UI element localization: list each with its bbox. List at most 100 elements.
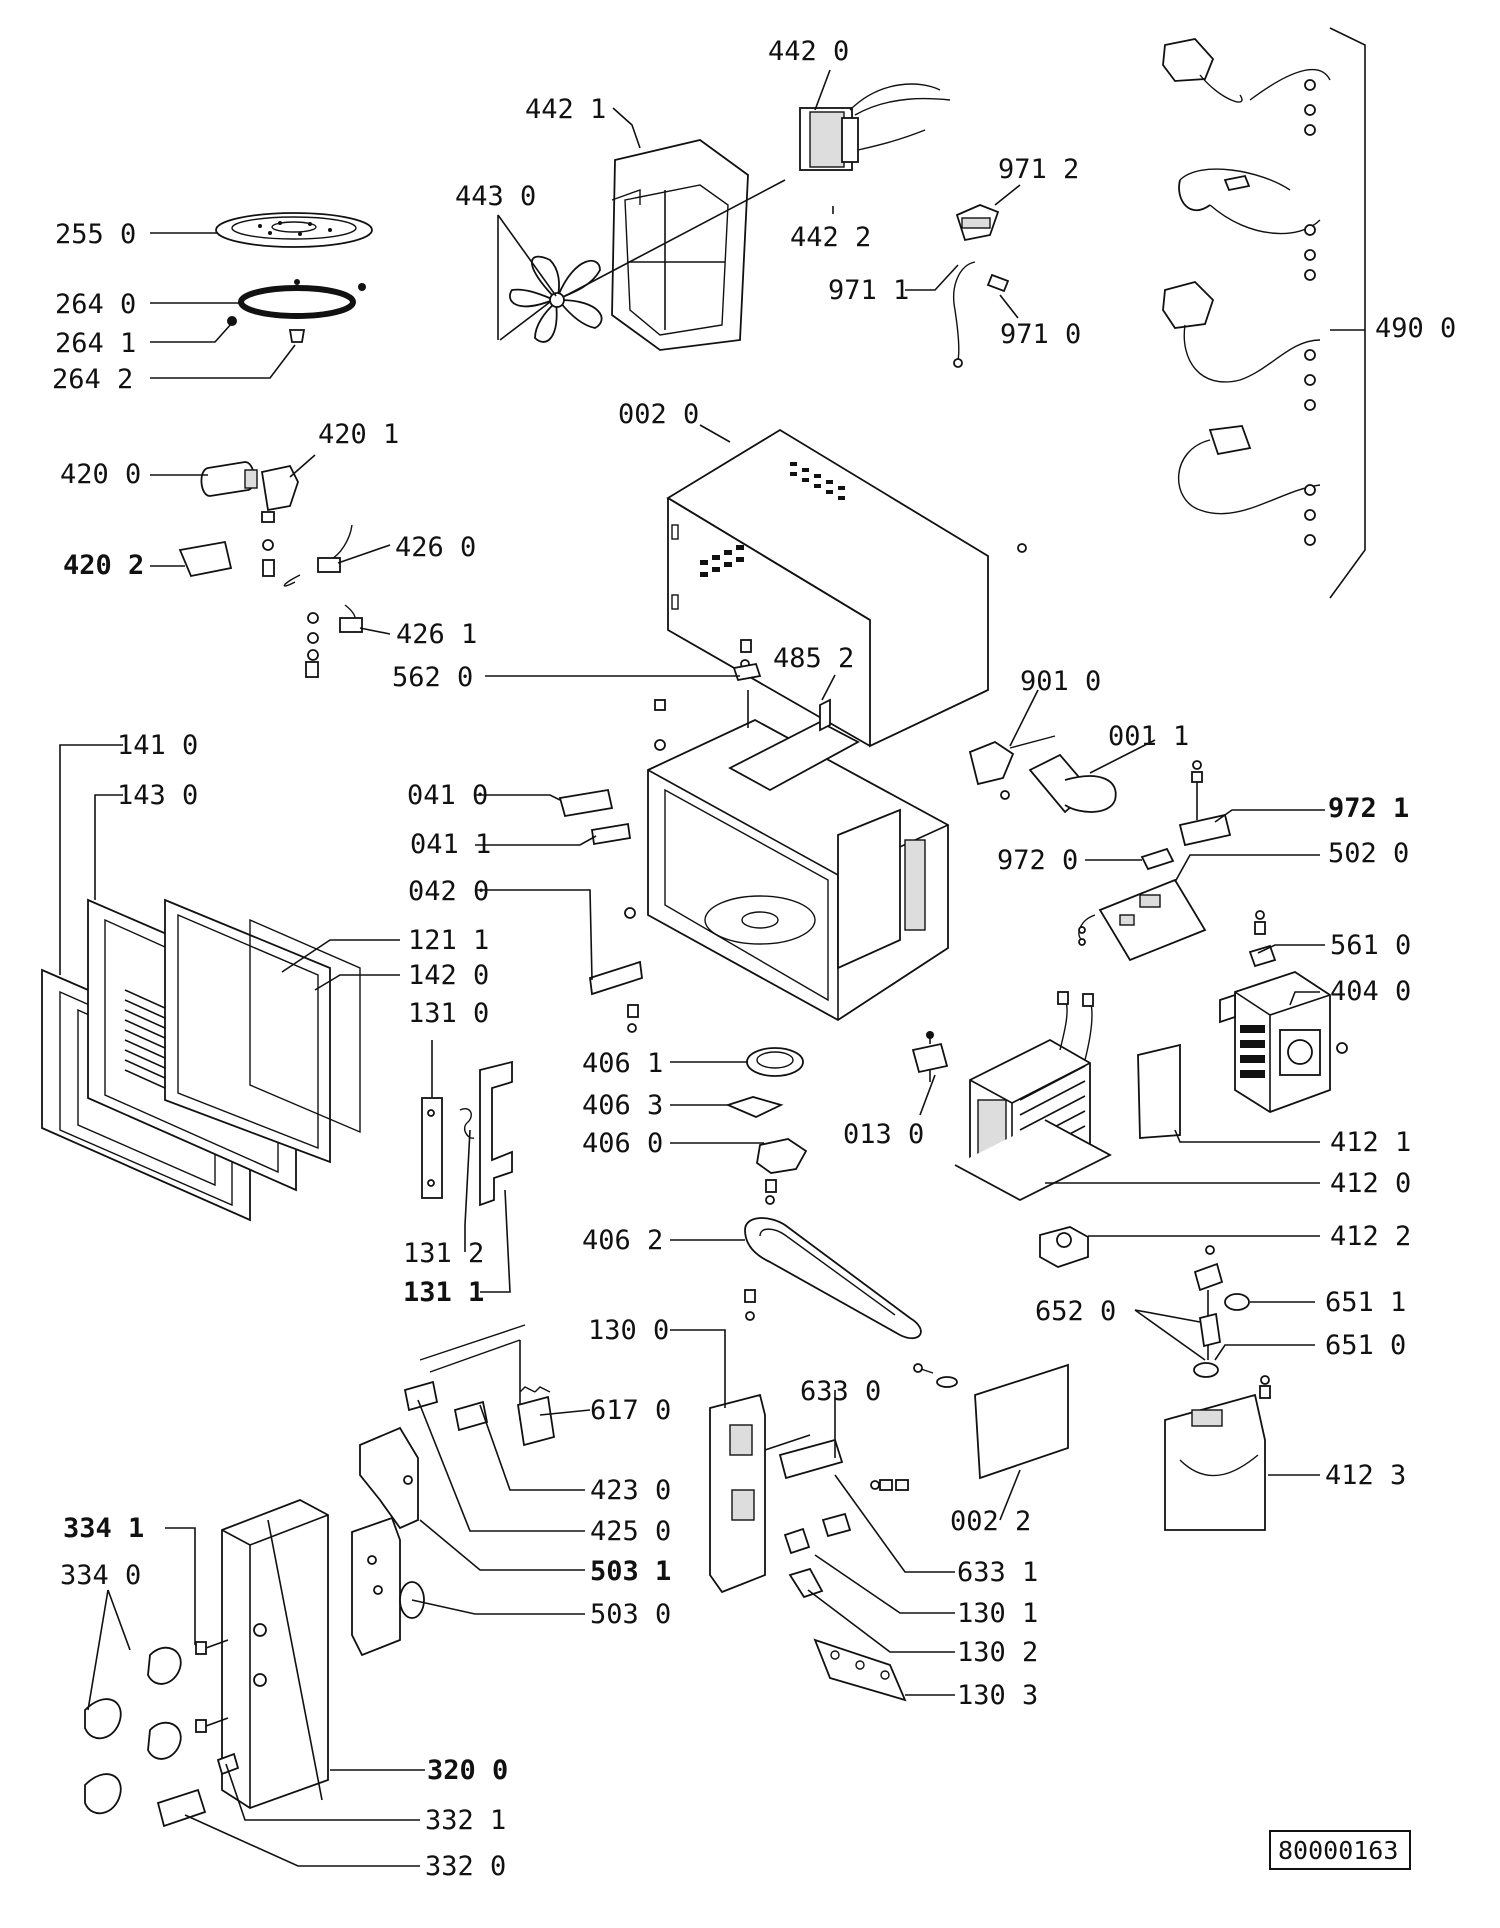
label-503-0: 503 0 bbox=[590, 1599, 671, 1630]
switch-holder-part bbox=[359, 1426, 419, 1530]
label-971-1: 971 1 bbox=[828, 275, 909, 306]
leader-lines bbox=[59, 69, 1365, 1867]
part-labels: 255 0 264 0 264 1 264 2 443 0 442 1 442 … bbox=[52, 36, 1456, 1882]
label-130-2: 130 2 bbox=[957, 1637, 1038, 1668]
label-420-0: 420 0 bbox=[60, 459, 141, 490]
fuse-part bbox=[1140, 847, 1175, 871]
label-617-0: 617 0 bbox=[590, 1395, 671, 1426]
label-562-0: 562 0 bbox=[392, 662, 473, 693]
hv-diode-holder-part bbox=[1193, 1245, 1250, 1378]
capacitor-part bbox=[178, 461, 299, 578]
label-406-3: 406 3 bbox=[582, 1090, 663, 1121]
label-652-0: 652 0 bbox=[1035, 1296, 1116, 1327]
label-412-2: 412 2 bbox=[1330, 1221, 1411, 1252]
control-knob-parts bbox=[84, 1639, 229, 1815]
label-442-2: 442 2 bbox=[790, 222, 871, 253]
label-443-0: 443 0 bbox=[455, 181, 536, 212]
label-404-0: 404 0 bbox=[1330, 976, 1411, 1007]
ferrite-block-part bbox=[1039, 1226, 1089, 1268]
control-pcb-part bbox=[1078, 878, 1207, 962]
relay-part bbox=[516, 1386, 556, 1447]
label-320-0: 320 0 bbox=[427, 1755, 508, 1786]
cabinet-vents bbox=[700, 462, 845, 577]
label-143-0: 143 0 bbox=[117, 780, 198, 811]
insulation-sheet-part bbox=[1137, 1043, 1181, 1139]
label-426-1: 426 1 bbox=[396, 619, 477, 650]
label-633-1: 633 1 bbox=[957, 1557, 1038, 1588]
stirrer-motor-part bbox=[911, 1031, 949, 1082]
stirrer-cover-part bbox=[746, 1047, 804, 1077]
label-442-0: 442 0 bbox=[768, 36, 849, 67]
label-442-1: 442 1 bbox=[525, 94, 606, 125]
label-332-1: 332 1 bbox=[425, 1805, 506, 1836]
label-264-0: 264 0 bbox=[55, 289, 136, 320]
label-420-2: 420 2 bbox=[63, 550, 144, 581]
label-485-2: 485 2 bbox=[773, 643, 854, 674]
control-panel-frame-part bbox=[221, 1499, 329, 1809]
label-651-1: 651 1 bbox=[1325, 1287, 1406, 1318]
switch-bracket-part bbox=[403, 1324, 526, 1432]
label-334-1: 334 1 bbox=[63, 1513, 144, 1544]
label-121-1: 121 1 bbox=[408, 925, 489, 956]
outer-cabinet-part bbox=[666, 428, 1027, 748]
turntable-plate-part bbox=[215, 212, 373, 248]
stirrer-gasket-part bbox=[725, 1096, 784, 1118]
label-633-0: 633 0 bbox=[800, 1376, 881, 1407]
label-002-2: 002 2 bbox=[950, 1506, 1031, 1537]
label-142-0: 142 0 bbox=[408, 960, 489, 991]
drawing-number: 80000163 bbox=[1278, 1836, 1398, 1865]
turntable-motor-part bbox=[756, 1138, 808, 1205]
timer-module-part bbox=[351, 1516, 425, 1657]
waveguide-cover-part bbox=[913, 1363, 1069, 1480]
magnetron-cooling-fins bbox=[1240, 1025, 1265, 1078]
interlock-strip-part bbox=[813, 1638, 907, 1702]
label-001-1: 001 1 bbox=[1108, 721, 1189, 752]
label-264-1: 264 1 bbox=[55, 328, 136, 359]
label-406-2: 406 2 bbox=[582, 1225, 663, 1256]
label-130-3: 130 3 bbox=[957, 1680, 1038, 1711]
label-130-1: 130 1 bbox=[957, 1598, 1038, 1629]
label-490-0: 490 0 bbox=[1375, 313, 1456, 344]
label-406-1: 406 1 bbox=[582, 1048, 663, 1079]
label-971-2: 971 2 bbox=[998, 154, 1079, 185]
fuse-holder-part bbox=[1178, 760, 1232, 847]
fan-bracket-part bbox=[611, 139, 749, 351]
label-141-0: 141 0 bbox=[117, 730, 198, 761]
fan-blade-part bbox=[499, 179, 786, 343]
door-release-button-part bbox=[156, 1752, 240, 1828]
label-651-0: 651 0 bbox=[1325, 1330, 1406, 1361]
label-972-0: 972 0 bbox=[997, 845, 1078, 876]
label-972-1: 972 1 bbox=[1328, 793, 1409, 824]
label-332-0: 332 0 bbox=[425, 1851, 506, 1882]
oven-cavity-chassis-part bbox=[647, 690, 949, 1022]
label-255-0: 255 0 bbox=[55, 219, 136, 250]
label-406-0: 406 0 bbox=[582, 1128, 663, 1159]
label-971-0: 971 0 bbox=[1000, 319, 1081, 350]
roller-ring-part bbox=[227, 279, 366, 343]
door-switch-part bbox=[778, 1438, 909, 1538]
hv-transformer-part bbox=[954, 991, 1112, 1202]
door-lever-part bbox=[459, 1060, 513, 1207]
mains-filter-part bbox=[968, 735, 1056, 800]
label-425-0: 425 0 bbox=[590, 1516, 671, 1547]
door-seal-part bbox=[249, 918, 361, 1134]
door-latch-frame-part bbox=[709, 1393, 811, 1594]
label-412-3: 412 3 bbox=[1325, 1460, 1406, 1491]
fan-motor-part bbox=[799, 83, 951, 171]
label-041-1: 041 1 bbox=[410, 829, 491, 860]
door-choke-part bbox=[164, 898, 331, 1164]
label-042-0: 042 0 bbox=[408, 876, 489, 907]
label-503-1: 503 1 bbox=[590, 1556, 671, 1587]
label-041-0: 041 0 bbox=[407, 780, 488, 811]
label-131-1: 131 1 bbox=[403, 1277, 484, 1308]
label-002-0: 002 0 bbox=[618, 399, 699, 430]
door-hook-part bbox=[421, 1097, 443, 1199]
drawing-number-box: 80000163 bbox=[1269, 1830, 1411, 1870]
power-cord-variants-part bbox=[1162, 27, 1366, 599]
label-426-0: 426 0 bbox=[395, 532, 476, 563]
label-130-0: 130 0 bbox=[588, 1315, 669, 1346]
latch-lever-parts bbox=[783, 1527, 824, 1599]
thermal-cutout-part bbox=[953, 204, 1010, 368]
label-423-0: 423 0 bbox=[590, 1475, 671, 1506]
